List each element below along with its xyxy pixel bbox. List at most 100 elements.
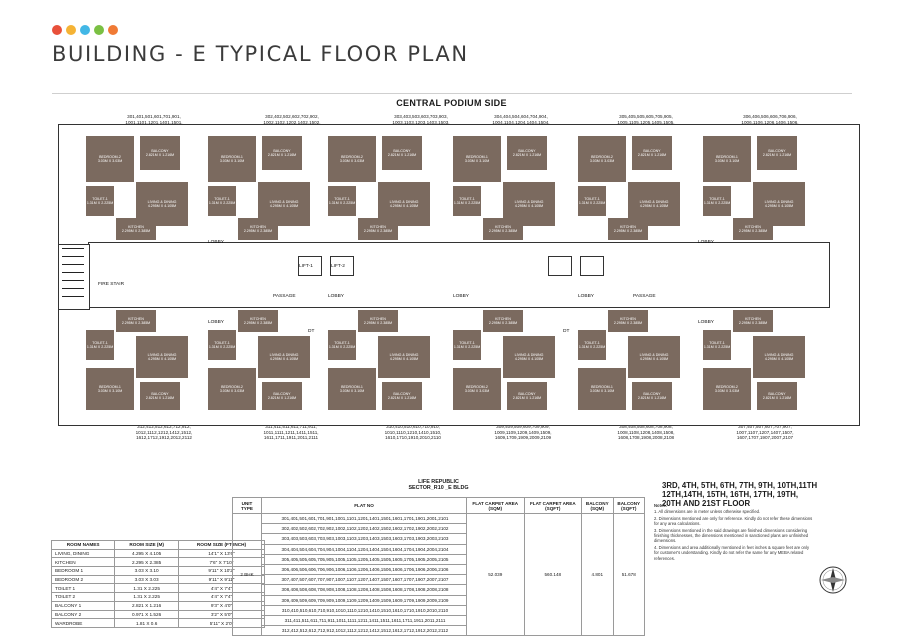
balcony [632, 136, 672, 170]
room-label: LIVING & DINING 4.295M X 4.105M [269, 200, 299, 208]
corridor-label: DT [308, 329, 315, 334]
room-table-cell: BEDROOM 2 [50, 574, 116, 585]
balcony [382, 136, 422, 170]
bedroom-2 [86, 136, 134, 182]
title-divider [52, 93, 852, 94]
room-label: BALCONY 2.821M X 1.216M [762, 392, 792, 400]
area-cell-balcony-sqm: 4.801 [581, 512, 614, 637]
dot-green [94, 25, 104, 35]
room-table-header-cell: ROOM NAMES [50, 540, 116, 550]
room-table-cell: 1.81 X 0.6 [114, 618, 179, 628]
bedroom-1 [328, 368, 376, 410]
kitchen [733, 218, 773, 240]
unit-numbers-bottom: 311,411,511,611,711,911, 1011,1111,1211,… [263, 424, 319, 441]
lift [298, 256, 322, 276]
kitchen [116, 310, 156, 332]
corridor-label: LOBBY [208, 320, 224, 325]
room-label: KITCHEN 2.295M X 2.385M [738, 317, 768, 325]
life-republic-caption: LIFE REPUBLIC SECTOR_R10 _E BLDG [408, 479, 469, 491]
kitchen [238, 310, 278, 332]
kitchen [733, 310, 773, 332]
room-label: LIVING & DINING 4.295M X 4.105M [147, 353, 177, 361]
flat-numbers-cell: 307,407,507,607,707,907,1007,1107,1207,1… [261, 574, 467, 586]
corridor-label: LIFT-2 [331, 264, 345, 269]
balcony [262, 382, 302, 410]
dot-red [52, 25, 62, 35]
bedroom-2 [328, 136, 376, 182]
room-label: KITCHEN 2.295M X 2.385M [738, 225, 768, 233]
room-label: BEDROOM-2 3.03M X 3.03M [219, 385, 245, 393]
bedroom-1 [208, 368, 256, 410]
room-table-cell: BALCONY 1 [50, 600, 116, 611]
room-label: BEDROOM-2 3.03M X 3.03M [464, 385, 490, 393]
area-cell-carpet-sqft: 560.148 [523, 512, 583, 637]
room-label: BALCONY 2.821M X 1.216M [762, 149, 792, 157]
note-item: 2. Dimensions mentioned are only for ref… [654, 515, 813, 527]
flat-numbers-cell: 306,406,506,606,706,906,1006,1106,1206,1… [261, 563, 467, 576]
room-table-cell: TOILET 1 [50, 583, 116, 594]
bedroom-2 [208, 136, 256, 182]
kitchen [608, 218, 648, 240]
applicable-floors: 3RD, 4TH, 5TH, 6TH, 7TH, 9TH, 10TH,11TH … [662, 481, 818, 509]
toilet [328, 186, 356, 216]
room-label: TOILET-1 1.31M X 2.225M [328, 197, 356, 205]
balcony [632, 382, 672, 410]
room-table-cell: 4.295 X 4.105 [114, 548, 179, 559]
room-table-cell: 0.971 X 1.526 [114, 609, 179, 620]
room-label: KITCHEN 2.295M X 2.385M [488, 225, 518, 233]
room-label: BALCONY 2.821M X 1.216M [145, 149, 175, 157]
room-label: LIVING & DINING 4.295M X 4.105M [147, 200, 177, 208]
lift [330, 256, 354, 276]
room-label: LIVING & DINING 4.295M X 4.105M [389, 353, 419, 361]
balcony [140, 382, 180, 410]
note-item: 4. Dimensions and area additionally ment… [654, 544, 810, 561]
flat-table-header-cell: FLAT CARPET AREA (SQM) [466, 497, 525, 514]
page-title: BUILDING - E TYPICAL FLOOR PLAN [52, 42, 469, 66]
flat-numbers-cell: 303,403,503,603,703,903,1003,1103,1203,1… [261, 533, 467, 545]
room-table-cell: WARDROBE [50, 618, 116, 628]
kitchen [358, 310, 398, 332]
lift [548, 256, 572, 276]
room-label: LIVING & DINING 4.295M X 4.105M [639, 200, 669, 208]
bedroom-2 [578, 136, 626, 182]
room-label: LIVING & DINING 4.295M X 4.105M [764, 200, 794, 208]
flat-numbers-cell: 305,405,505,605,705,905,1005,1105,1205,1… [261, 553, 467, 565]
toilet [453, 330, 481, 360]
room-table-cell: BALCONY 2 [50, 609, 116, 620]
toilet [578, 330, 606, 360]
fire-stair [58, 244, 90, 310]
room-label: KITCHEN 2.295M X 2.385M [613, 225, 643, 233]
room-table-cell: LIVING, DINING [50, 548, 116, 559]
flat-numbers-cell: 311,411,511,611,711,911,1011,1111,1211,1… [261, 614, 467, 627]
room-label: BALCONY 2.821M X 1.216M [145, 392, 175, 400]
room-label: KITCHEN 2.295M X 2.385M [363, 225, 393, 233]
floor-plan: BEDROOM-2 3.03M X 3.03M BALCONY 2.821M X … [58, 124, 860, 426]
flat-table-header-cell: UNIT TYPE [232, 497, 262, 514]
flat-numbers-cell: 308,408,508,608,708,908,1008,1108,1208,1… [261, 584, 467, 596]
living-dining [136, 336, 188, 378]
room-label: BALCONY 2.821M X 1.216M [512, 149, 542, 157]
corridor-label: PASSAGE [273, 294, 296, 299]
toilet [208, 186, 236, 216]
toilet [86, 330, 114, 360]
toilet [578, 186, 606, 216]
room-table-cell: 2.821 X 1.216 [114, 600, 179, 611]
room-label: KITCHEN 2.295M X 2.385M [613, 317, 643, 325]
room-label: KITCHEN 2.295M X 2.385M [488, 317, 518, 325]
toilet [86, 186, 114, 216]
unit-numbers-bottom: 309,409,509,609,709,909, 1009,1109,1209,… [494, 424, 552, 441]
stair-tread [62, 248, 84, 249]
room-table-cell: 1.31 X 2.225 [114, 592, 179, 602]
flat-table-header-cell: FLAT NO [261, 497, 467, 514]
area-cell-carpet-sqm: 52.039 [466, 512, 525, 637]
room-label: KITCHEN 2.295M X 2.385M [121, 225, 151, 233]
balcony [757, 382, 797, 410]
room-label: BALCONY 2.821M X 1.216M [387, 149, 417, 157]
flat-table-header-cell: BALCONY (SQFT) [612, 497, 646, 514]
room-table-header-cell: ROOM SIZE (M) [114, 540, 179, 550]
toilet [703, 330, 731, 360]
lift [580, 256, 604, 276]
room-table-cell: 1.31 X 2.225 [114, 583, 179, 594]
